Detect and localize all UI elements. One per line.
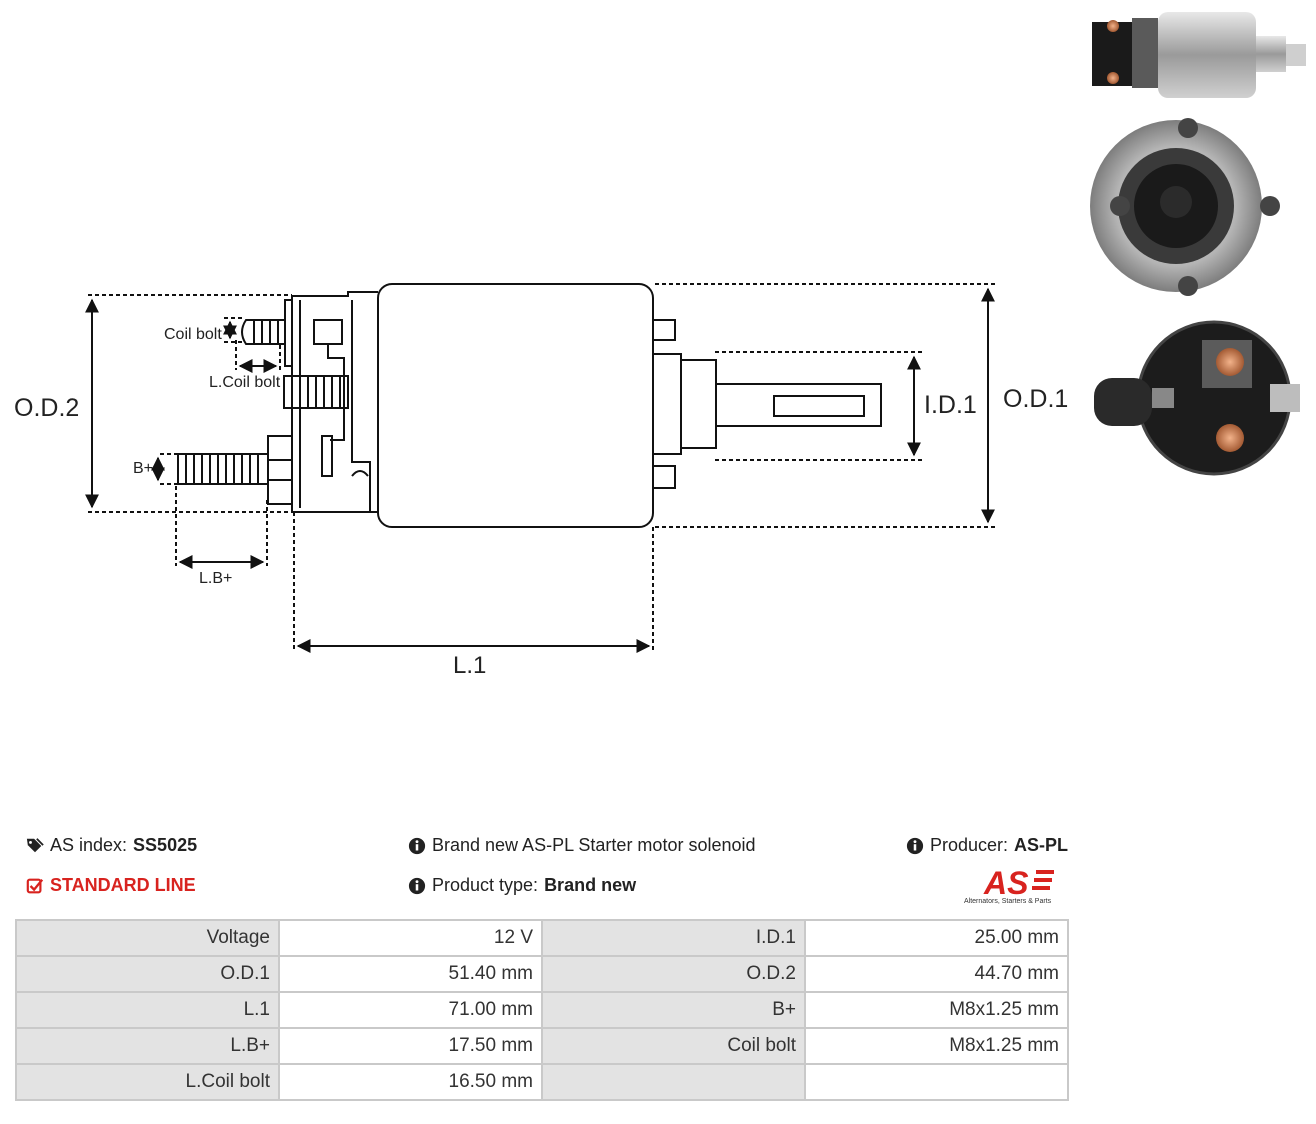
specs-table: Voltage 12 V I.D.1 25.00 mm O.D.1 51.40 …	[15, 919, 1069, 1101]
spec-label: Coil bolt	[541, 1027, 806, 1065]
product-info: AS index: SS5025 STANDARD LINE Brand new…	[0, 825, 1316, 915]
spec-label: Voltage	[15, 919, 280, 957]
lbplus-label: L.B+	[199, 570, 232, 587]
table-row: L.B+ 17.50 mm Coil bolt M8x1.25 mm	[15, 1027, 1069, 1065]
front-view-photo	[1090, 118, 1280, 296]
spec-label: O.D.1	[15, 955, 280, 993]
spec-value: 44.70 mm	[804, 955, 1069, 993]
side-view-photo	[1092, 12, 1306, 98]
spec-label: L.1	[15, 991, 280, 1029]
checkbox-icon	[26, 878, 44, 893]
spec-value: 71.00 mm	[278, 991, 543, 1029]
spec-label: L.B+	[15, 1027, 280, 1065]
as-logo-mark: AS	[983, 865, 1054, 901]
producer-value: AS-PL	[1014, 835, 1069, 855]
spec-label	[541, 1063, 806, 1101]
as-index-label: AS index:	[50, 835, 128, 855]
l-coil-bolt-label: L.Coil bolt	[209, 374, 281, 391]
product-type-label: Product type:	[432, 875, 539, 895]
info-icon	[906, 837, 924, 854]
as-index: AS index: SS5025	[26, 835, 197, 856]
info-icon	[408, 877, 426, 894]
spec-value: 51.40 mm	[278, 955, 543, 993]
producer-label: Producer:	[930, 835, 1009, 855]
svg-text:AS: AS	[983, 865, 1029, 898]
as-index-value: SS5025	[133, 835, 198, 855]
table-row: L.Coil bolt 16.50 mm	[15, 1063, 1069, 1101]
id1-label: I.D.1	[924, 391, 977, 419]
bplus-label: B+	[133, 460, 153, 477]
product-type-value: Brand new	[544, 875, 637, 895]
standard-line-label: STANDARD LINE	[50, 875, 196, 895]
tags-icon	[26, 837, 44, 852]
spec-label: B+	[541, 991, 806, 1029]
spec-label: L.Coil bolt	[15, 1063, 280, 1101]
spec-value: 25.00 mm	[804, 919, 1069, 957]
spec-value: 12 V	[278, 919, 543, 957]
od1-label: O.D.1	[1003, 385, 1068, 413]
coil-bolt-label: Coil bolt	[164, 326, 222, 343]
table-row: Voltage 12 V I.D.1 25.00 mm	[15, 919, 1069, 957]
spec-value: M8x1.25 mm	[804, 991, 1069, 1029]
info-icon	[408, 837, 426, 854]
table-row: O.D.1 51.40 mm O.D.2 44.70 mm	[15, 955, 1069, 993]
spec-value: 17.50 mm	[278, 1027, 543, 1065]
description-text: Brand new AS-PL Starter motor solenoid	[432, 835, 756, 855]
description: Brand new AS-PL Starter motor solenoid	[408, 835, 756, 856]
spec-value: M8x1.25 mm	[804, 1027, 1069, 1065]
standard-line: STANDARD LINE	[26, 875, 196, 896]
table-row: L.1 71.00 mm B+ M8x1.25 mm	[15, 991, 1069, 1029]
logo-tagline: Alternators, Starters & Parts	[964, 898, 1052, 905]
rear-view-photo	[1094, 320, 1300, 476]
producer: Producer: AS-PL	[906, 835, 1068, 856]
od2-label: O.D.2	[14, 394, 79, 422]
spec-value: 16.50 mm	[278, 1063, 543, 1101]
spec-label: O.D.2	[541, 955, 806, 993]
spec-value	[804, 1063, 1069, 1101]
product-photos	[1090, 12, 1306, 476]
as-pl-logo: AS Alternators, Starters & Parts	[964, 864, 1068, 908]
spec-label: I.D.1	[541, 919, 806, 957]
product-type: Product type: Brand new	[408, 875, 636, 896]
technical-drawing: O.D.2 O.D.1 I.D.1 L.1 L.B+ B+ Coil bolt …	[14, 283, 1068, 679]
l1-label: L.1	[453, 652, 486, 679]
